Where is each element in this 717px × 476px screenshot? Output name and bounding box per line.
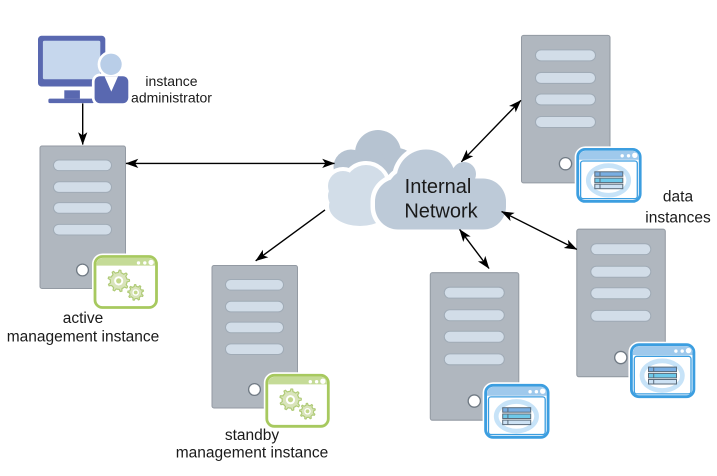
- svg-text:Internal: Internal: [405, 176, 472, 198]
- svg-text:administrator: administrator: [131, 89, 212, 105]
- svg-text:management instance: management instance: [176, 445, 329, 462]
- svg-text:Network: Network: [404, 200, 478, 222]
- svg-text:instance: instance: [145, 73, 197, 89]
- svg-text:instances: instances: [645, 210, 711, 227]
- svg-text:active: active: [63, 310, 104, 327]
- svg-text:management instance: management instance: [7, 328, 160, 345]
- svg-text:standby: standby: [225, 427, 280, 444]
- svg-text:data: data: [663, 188, 694, 205]
